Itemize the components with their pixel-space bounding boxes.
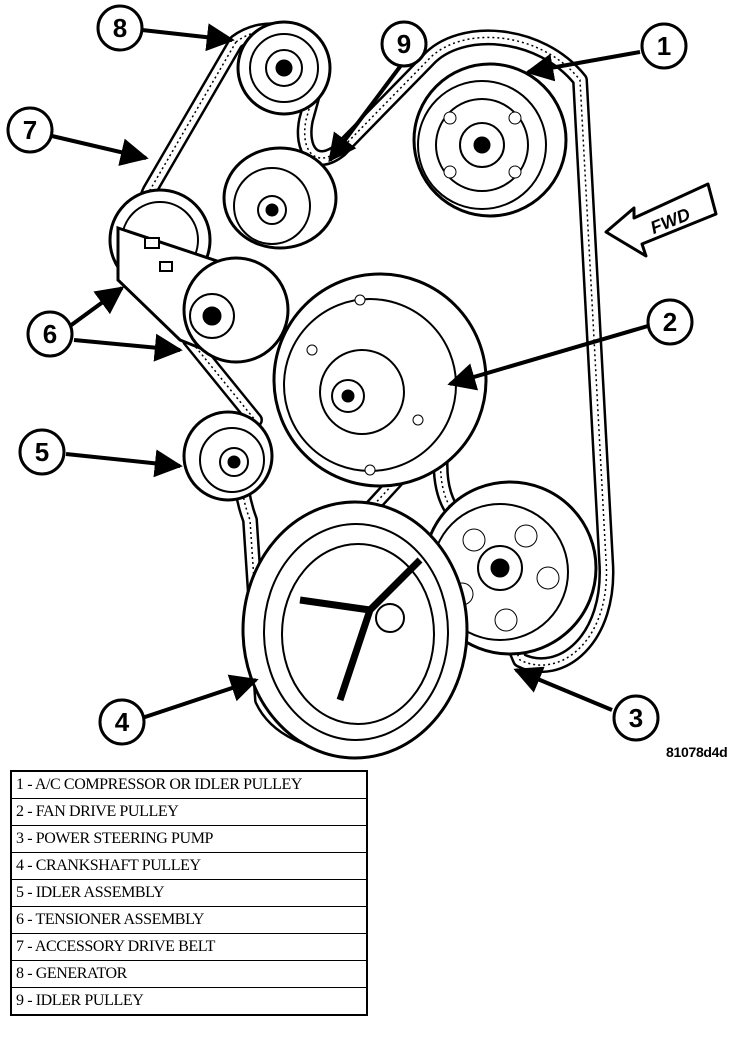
- fan-drive-pulley: [272, 272, 488, 488]
- svg-text:2: 2: [663, 307, 677, 337]
- belt-routing-diagram: FWD 1 2 3 4 5 6 7: [6, 4, 718, 760]
- legend-row: 4 - CRANKSHAFT PULLEY: [10, 852, 368, 880]
- legend-row: 3 - POWER STEERING PUMP: [10, 825, 368, 853]
- legend-item: 6 - TENSIONER ASSEMBLY: [10, 906, 368, 934]
- callout-2: 2: [646, 298, 694, 346]
- legend-row: 8 - GENERATOR: [10, 960, 368, 988]
- svg-text:9: 9: [397, 29, 411, 59]
- legend-item: 8 - GENERATOR: [10, 960, 368, 988]
- svg-text:6: 6: [43, 319, 57, 349]
- legend-row: 6 - TENSIONER ASSEMBLY: [10, 906, 368, 934]
- ac-compressor-pulley: [412, 62, 568, 218]
- callout-6: 6: [26, 310, 74, 358]
- legend-row: 9 - IDLER PULLEY: [10, 987, 368, 1016]
- generator-pulley: [236, 20, 332, 116]
- legend-table: 1 - A/C COMPRESSOR OR IDLER PULLEY 2 - F…: [10, 770, 368, 1016]
- svg-text:1: 1: [657, 31, 671, 61]
- forward-direction-arrow: FWD: [604, 182, 718, 258]
- legend-row: 7 - ACCESSORY DRIVE BELT: [10, 933, 368, 961]
- callout-5: 5: [18, 428, 66, 476]
- svg-text:3: 3: [629, 703, 643, 733]
- legend-row: 5 - IDLER ASSEMBLY: [10, 879, 368, 907]
- crankshaft-pulley: [241, 500, 469, 760]
- callout-7: 7: [6, 106, 54, 154]
- callout-3: 3: [612, 694, 660, 742]
- legend-item: 7 - ACCESSORY DRIVE BELT: [10, 933, 368, 961]
- callout-8: 8: [96, 4, 144, 52]
- idler-assembly: [182, 410, 274, 502]
- tensioner-assembly: [108, 188, 290, 364]
- legend-row: 2 - FAN DRIVE PULLEY: [10, 798, 368, 826]
- callout-4: 4: [98, 698, 146, 746]
- leader-lines: [51, 23, 649, 720]
- legend-item: 5 - IDLER ASSEMBLY: [10, 879, 368, 907]
- svg-text:7: 7: [23, 115, 37, 145]
- legend-item: 9 - IDLER PULLEY: [10, 987, 368, 1016]
- legend-item: 2 - FAN DRIVE PULLEY: [10, 798, 368, 826]
- legend-row: 1 - A/C COMPRESSOR OR IDLER PULLEY: [10, 770, 368, 799]
- legend-item: 1 - A/C COMPRESSOR OR IDLER PULLEY: [10, 770, 368, 799]
- svg-text:8: 8: [113, 13, 127, 43]
- callout-9: 9: [380, 20, 428, 68]
- callout-1: 1: [640, 22, 688, 70]
- figure-id: 81078d4d: [666, 744, 728, 760]
- legend-item: 3 - POWER STEERING PUMP: [10, 825, 368, 853]
- idler-pulley: [222, 146, 338, 250]
- svg-text:5: 5: [35, 437, 49, 467]
- legend-item: 4 - CRANKSHAFT PULLEY: [10, 852, 368, 880]
- svg-text:4: 4: [115, 707, 130, 737]
